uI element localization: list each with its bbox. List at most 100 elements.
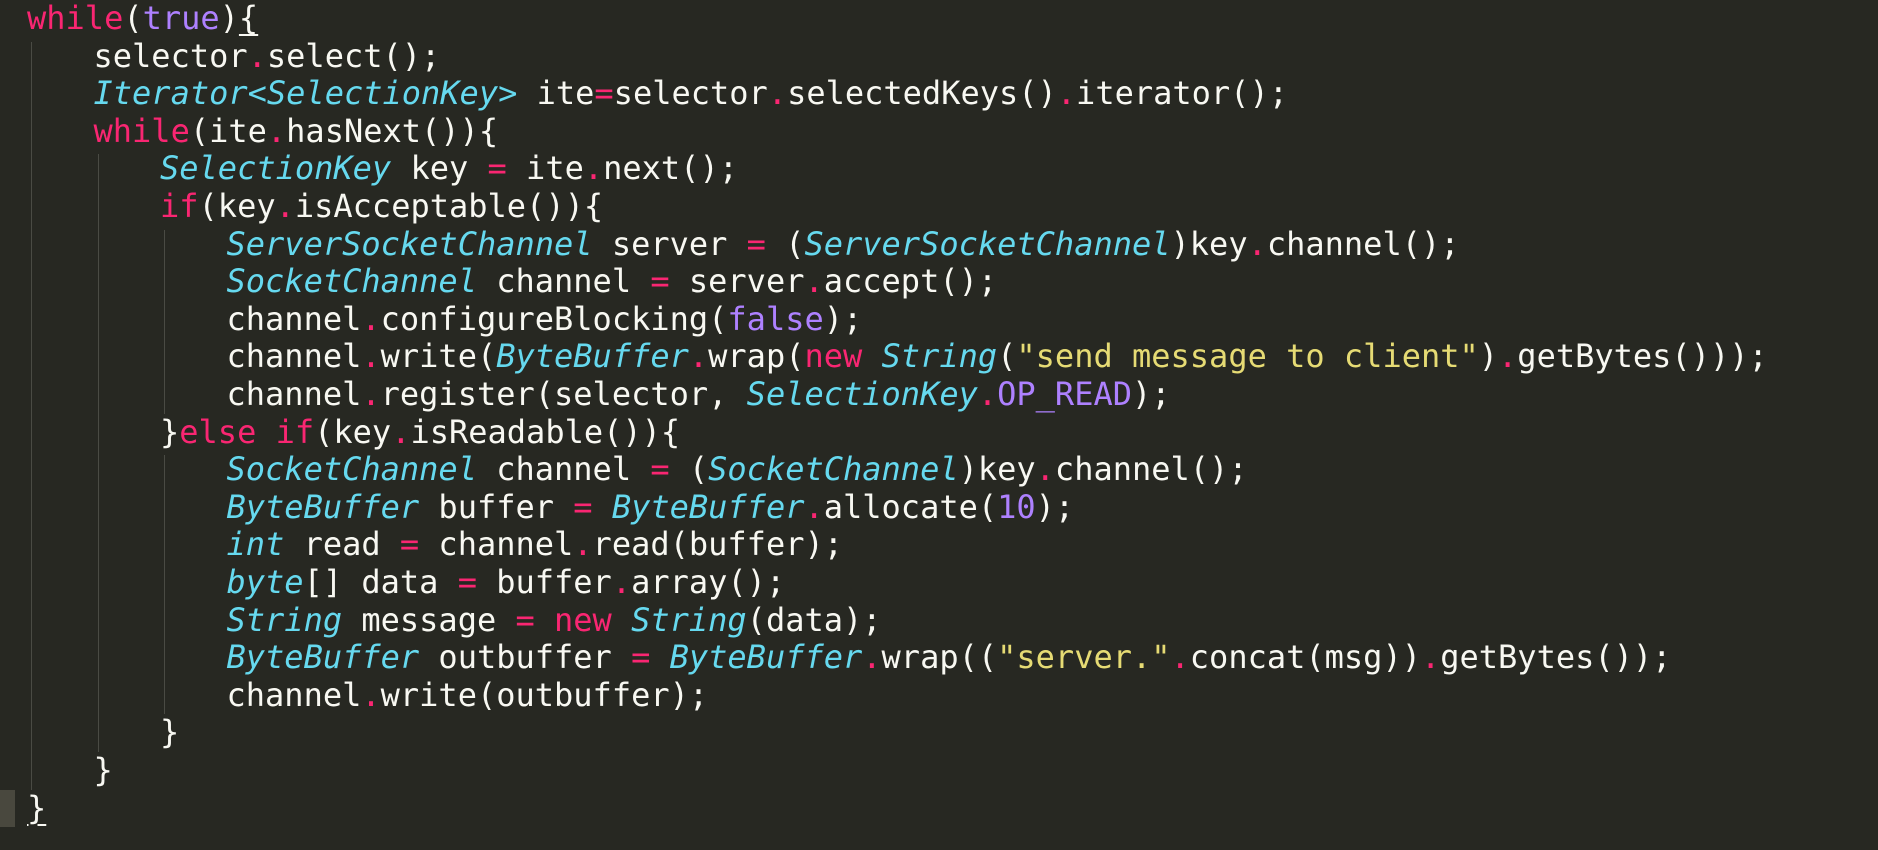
code-token: read: [284, 525, 400, 564]
code-token: getBytes());: [1440, 638, 1672, 677]
code-token: =: [457, 563, 477, 601]
code-token: int: [226, 525, 285, 564]
code-token: .: [1498, 337, 1518, 376]
code-token: SocketChannel: [226, 450, 477, 489]
code-token: register(selector,: [380, 375, 747, 413]
code-token: }: [160, 713, 180, 752]
code-token: accept();: [823, 262, 998, 301]
code-line[interactable]: while(true){: [27, 0, 258, 38]
code-token: hasNext()){: [286, 111, 499, 150]
code-line[interactable]: ByteBuffer outbuffer = ByteBuffer.wrap((…: [27, 638, 1672, 677]
code-token: (: [765, 224, 805, 263]
code-token: .: [1170, 638, 1190, 677]
code-token: .: [977, 375, 998, 413]
code-line[interactable]: }: [27, 714, 179, 752]
code-line[interactable]: byte[] data = buffer.array();: [27, 563, 786, 602]
code-line[interactable]: channel.register(selector, SelectionKey.…: [27, 375, 1171, 414]
code-token: channel();: [1054, 450, 1248, 489]
code-token: (key: [198, 187, 276, 225]
code-line[interactable]: SocketChannel channel = server.accept();: [27, 262, 998, 301]
code-line[interactable]: if(key.isAcceptable()){: [27, 187, 603, 226]
code-token: )key: [958, 450, 1036, 489]
code-token: )key: [1170, 224, 1248, 263]
code-token: getBytes()));: [1517, 337, 1768, 376]
code-token: channel: [226, 299, 362, 338]
code-token: concat(msg)): [1189, 638, 1421, 677]
code-token: OP_READ: [997, 375, 1132, 413]
code-line[interactable]: Iterator<SelectionKey> ite=selector.sele…: [27, 74, 1288, 113]
code-token: .: [583, 149, 604, 188]
code-token: .: [275, 187, 295, 225]
code-token: isReadable()){: [410, 412, 681, 451]
code-line[interactable]: channel.configureBlocking(false);: [27, 299, 863, 339]
code-token: =: [573, 487, 593, 526]
code-line[interactable]: String message = new String(data);: [27, 600, 882, 640]
indent-guide: [164, 229, 165, 414]
code-line[interactable]: SocketChannel channel = (SocketChannel)k…: [27, 450, 1248, 489]
code-token: .: [361, 675, 381, 714]
code-line[interactable]: }else if(key.isReadable()){: [27, 412, 681, 452]
code-token: .: [266, 111, 287, 150]
code-line[interactable]: }: [27, 751, 113, 790]
code-token: "send message to client": [1016, 337, 1479, 376]
code-token: if: [275, 412, 315, 451]
code-token: [] data: [303, 563, 458, 601]
code-line[interactable]: while(ite.hasNext()){: [27, 111, 499, 151]
code-token: .: [767, 74, 788, 113]
code-token: SelectionKey: [746, 375, 978, 413]
code-token: iterator();: [1076, 74, 1288, 113]
code-token: SelectionKey: [160, 149, 392, 188]
code-token: channel: [419, 525, 574, 564]
code-token: (key: [314, 412, 392, 451]
code-token: .: [688, 337, 709, 376]
code-token: server: [669, 262, 805, 301]
code-token: .: [1056, 74, 1077, 113]
code-line[interactable]: channel.write(outbuffer);: [27, 675, 709, 715]
code-token: [862, 337, 881, 375]
code-token: =: [746, 224, 766, 263]
code-token: true: [142, 0, 220, 37]
code-token: }: [93, 751, 113, 789]
code-token: new: [554, 600, 612, 639]
code-token: write(outbuffer);: [380, 675, 709, 714]
code-token: while: [93, 111, 190, 150]
code-token: String: [881, 337, 998, 376]
code-token: ServerSocketChannel: [804, 224, 1171, 263]
code-token: SocketChannel: [708, 450, 959, 489]
code-token: );: [1131, 375, 1171, 413]
code-token: =: [650, 450, 670, 489]
code-line[interactable]: ServerSocketChannel server = (ServerSock…: [27, 224, 1460, 264]
code-token: write(: [380, 337, 497, 376]
code-token: ByteBuffer: [496, 337, 689, 376]
code-token: .: [1035, 450, 1055, 489]
code-token: ): [219, 0, 239, 37]
code-token: =: [631, 638, 651, 677]
code-token: .: [862, 638, 882, 677]
code-token: ite: [517, 74, 595, 113]
code-token: server: [592, 224, 747, 263]
code-token: ByteBuffer: [669, 638, 863, 677]
code-token: buffer: [419, 487, 574, 526]
code-token: new: [804, 337, 863, 376]
code-token: select();: [266, 36, 441, 75]
code-token: =: [399, 525, 420, 564]
code-token: channel: [476, 450, 651, 489]
code-line[interactable]: channel.write(ByteBuffer.wrap(new String…: [27, 338, 1768, 376]
code-token: }: [160, 412, 180, 451]
code-token: [256, 413, 275, 451]
code-line[interactable]: ByteBuffer buffer = ByteBuffer.allocate(…: [27, 487, 1075, 527]
code-token: =: [594, 74, 614, 113]
code-token: (data);: [746, 600, 882, 639]
code-line[interactable]: }: [0, 789, 46, 828]
code-token: =: [487, 149, 507, 188]
code-line[interactable]: int read = channel.read(buffer);: [27, 525, 844, 564]
indent-guide: [164, 455, 165, 715]
code-token: .: [573, 525, 593, 564]
code-token: array();: [631, 563, 786, 601]
code-token: message: [342, 600, 516, 639]
code-line[interactable]: selector.select();: [27, 36, 441, 76]
code-line[interactable]: SelectionKey key = ite.next();: [27, 150, 738, 188]
code-token: 10: [997, 487, 1036, 526]
code-token: false: [727, 299, 824, 338]
